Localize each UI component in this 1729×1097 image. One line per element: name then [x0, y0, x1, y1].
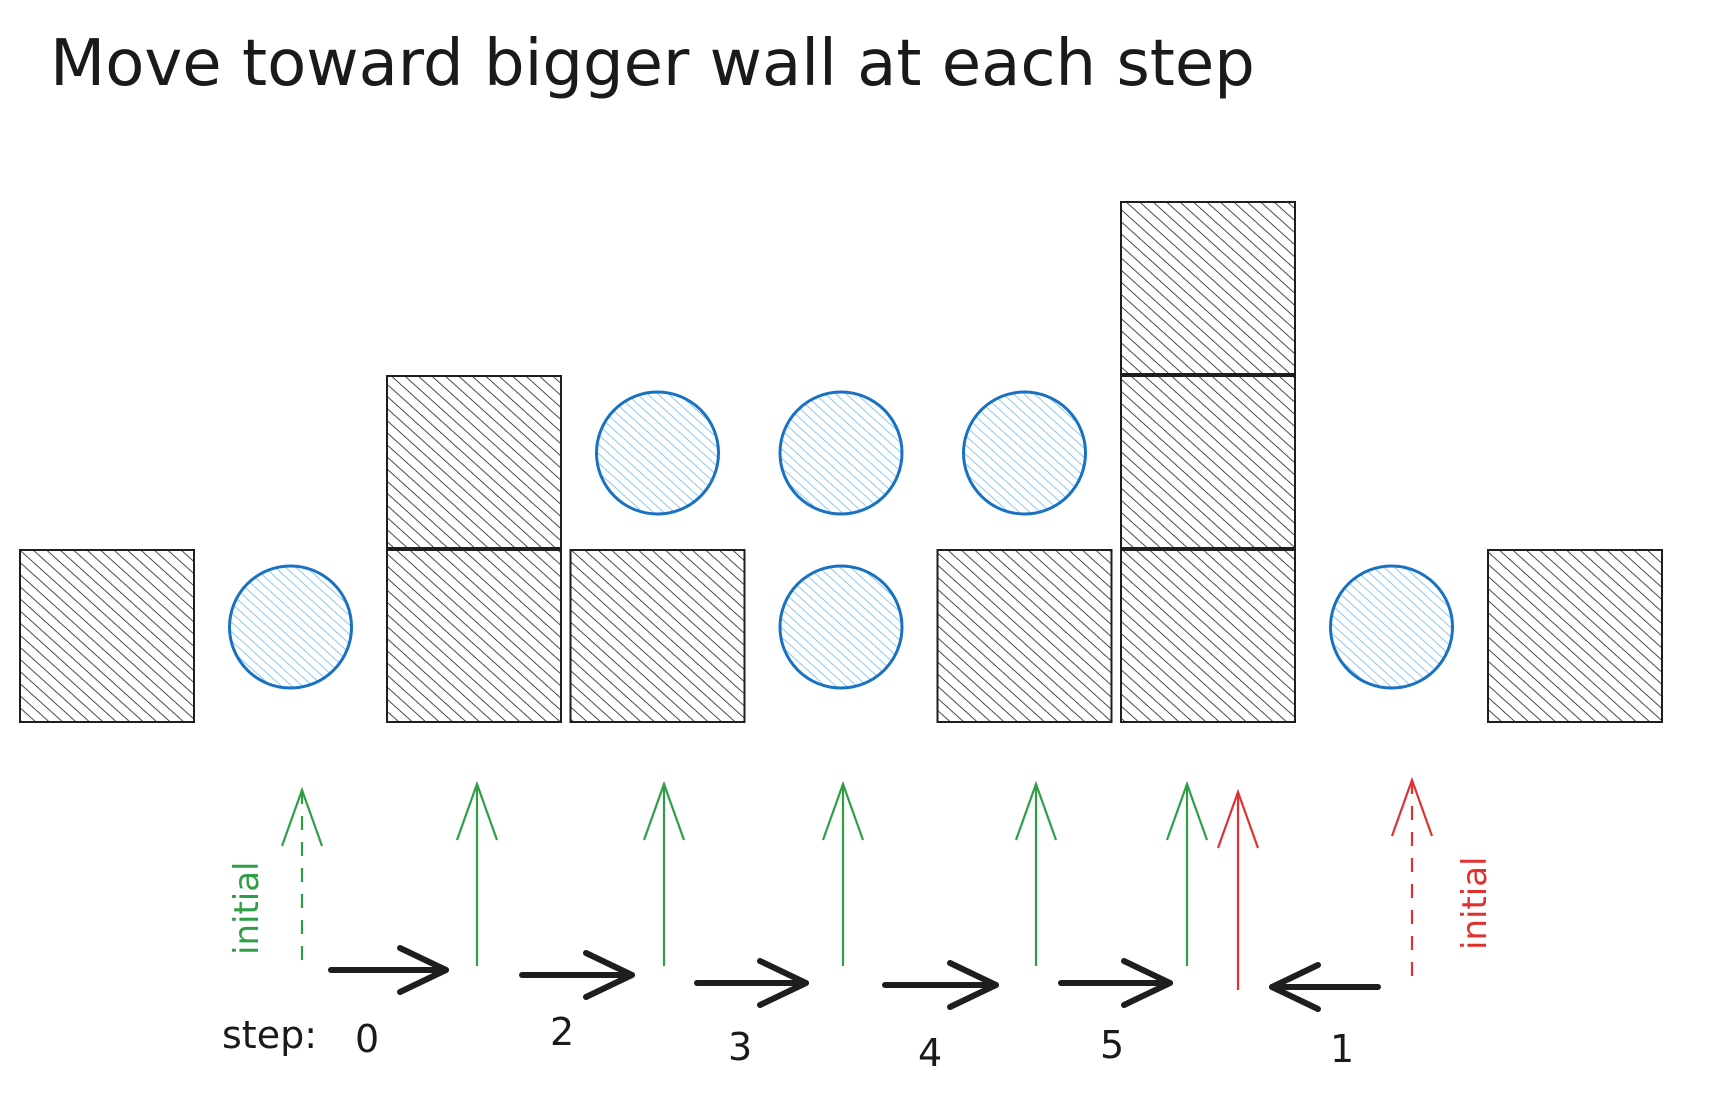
step-number-0: 0	[355, 1017, 379, 1061]
left-pointer-arrow	[1014, 780, 1058, 966]
step-number-1: 1	[1330, 1027, 1354, 1071]
water-unit	[228, 564, 353, 690]
step-arrow-0	[328, 945, 449, 995]
water-unit	[778, 564, 904, 690]
step-arrows-layer	[328, 945, 1381, 1012]
left-pointer-arrow	[642, 780, 686, 966]
right-pointer-arrow	[1216, 788, 1260, 990]
step-arrow-3	[694, 958, 809, 1008]
left-pointer-initial-arrow	[280, 786, 324, 972]
wall-block	[936, 549, 1113, 723]
walls-layer	[19, 201, 1663, 723]
water-unit	[1329, 564, 1454, 690]
left-pointer-arrow	[821, 780, 865, 966]
step-number-5: 5	[1100, 1023, 1124, 1067]
step-number-2: 2	[550, 1010, 574, 1054]
step-number-3: 3	[728, 1025, 752, 1069]
wall-block	[569, 549, 746, 723]
step-numbers-layer: 0 2 3 4 5 1	[355, 1010, 1354, 1075]
wall-block	[19, 549, 195, 723]
left-pointer-arrow	[1165, 780, 1209, 966]
step-number-4: 4	[918, 1031, 942, 1075]
water-unit	[962, 390, 1087, 516]
right-initial-label: initial	[1455, 857, 1495, 951]
water-unit	[595, 390, 720, 516]
step-arrow-5	[1058, 958, 1173, 1008]
wall-block	[1487, 549, 1663, 723]
wall-block	[386, 375, 562, 549]
wall-block	[1120, 375, 1296, 549]
wall-block	[1120, 549, 1296, 723]
left-initial-label: initial	[227, 862, 267, 956]
water-unit	[778, 390, 904, 516]
right-pointer-initial-arrow	[1390, 776, 1434, 978]
step-arrow-1	[1269, 962, 1381, 1012]
pointer-arrows-layer	[280, 776, 1434, 990]
wall-block	[1120, 201, 1296, 375]
water-layer	[228, 390, 1454, 690]
wall-block	[386, 549, 562, 723]
step-arrow-4	[882, 960, 999, 1010]
diagram-title: Move toward bigger wall at each step	[50, 27, 1255, 101]
step-arrow-2	[519, 950, 635, 1000]
left-pointer-arrow	[455, 780, 499, 966]
step-prefix-label: step:	[222, 1013, 317, 1057]
